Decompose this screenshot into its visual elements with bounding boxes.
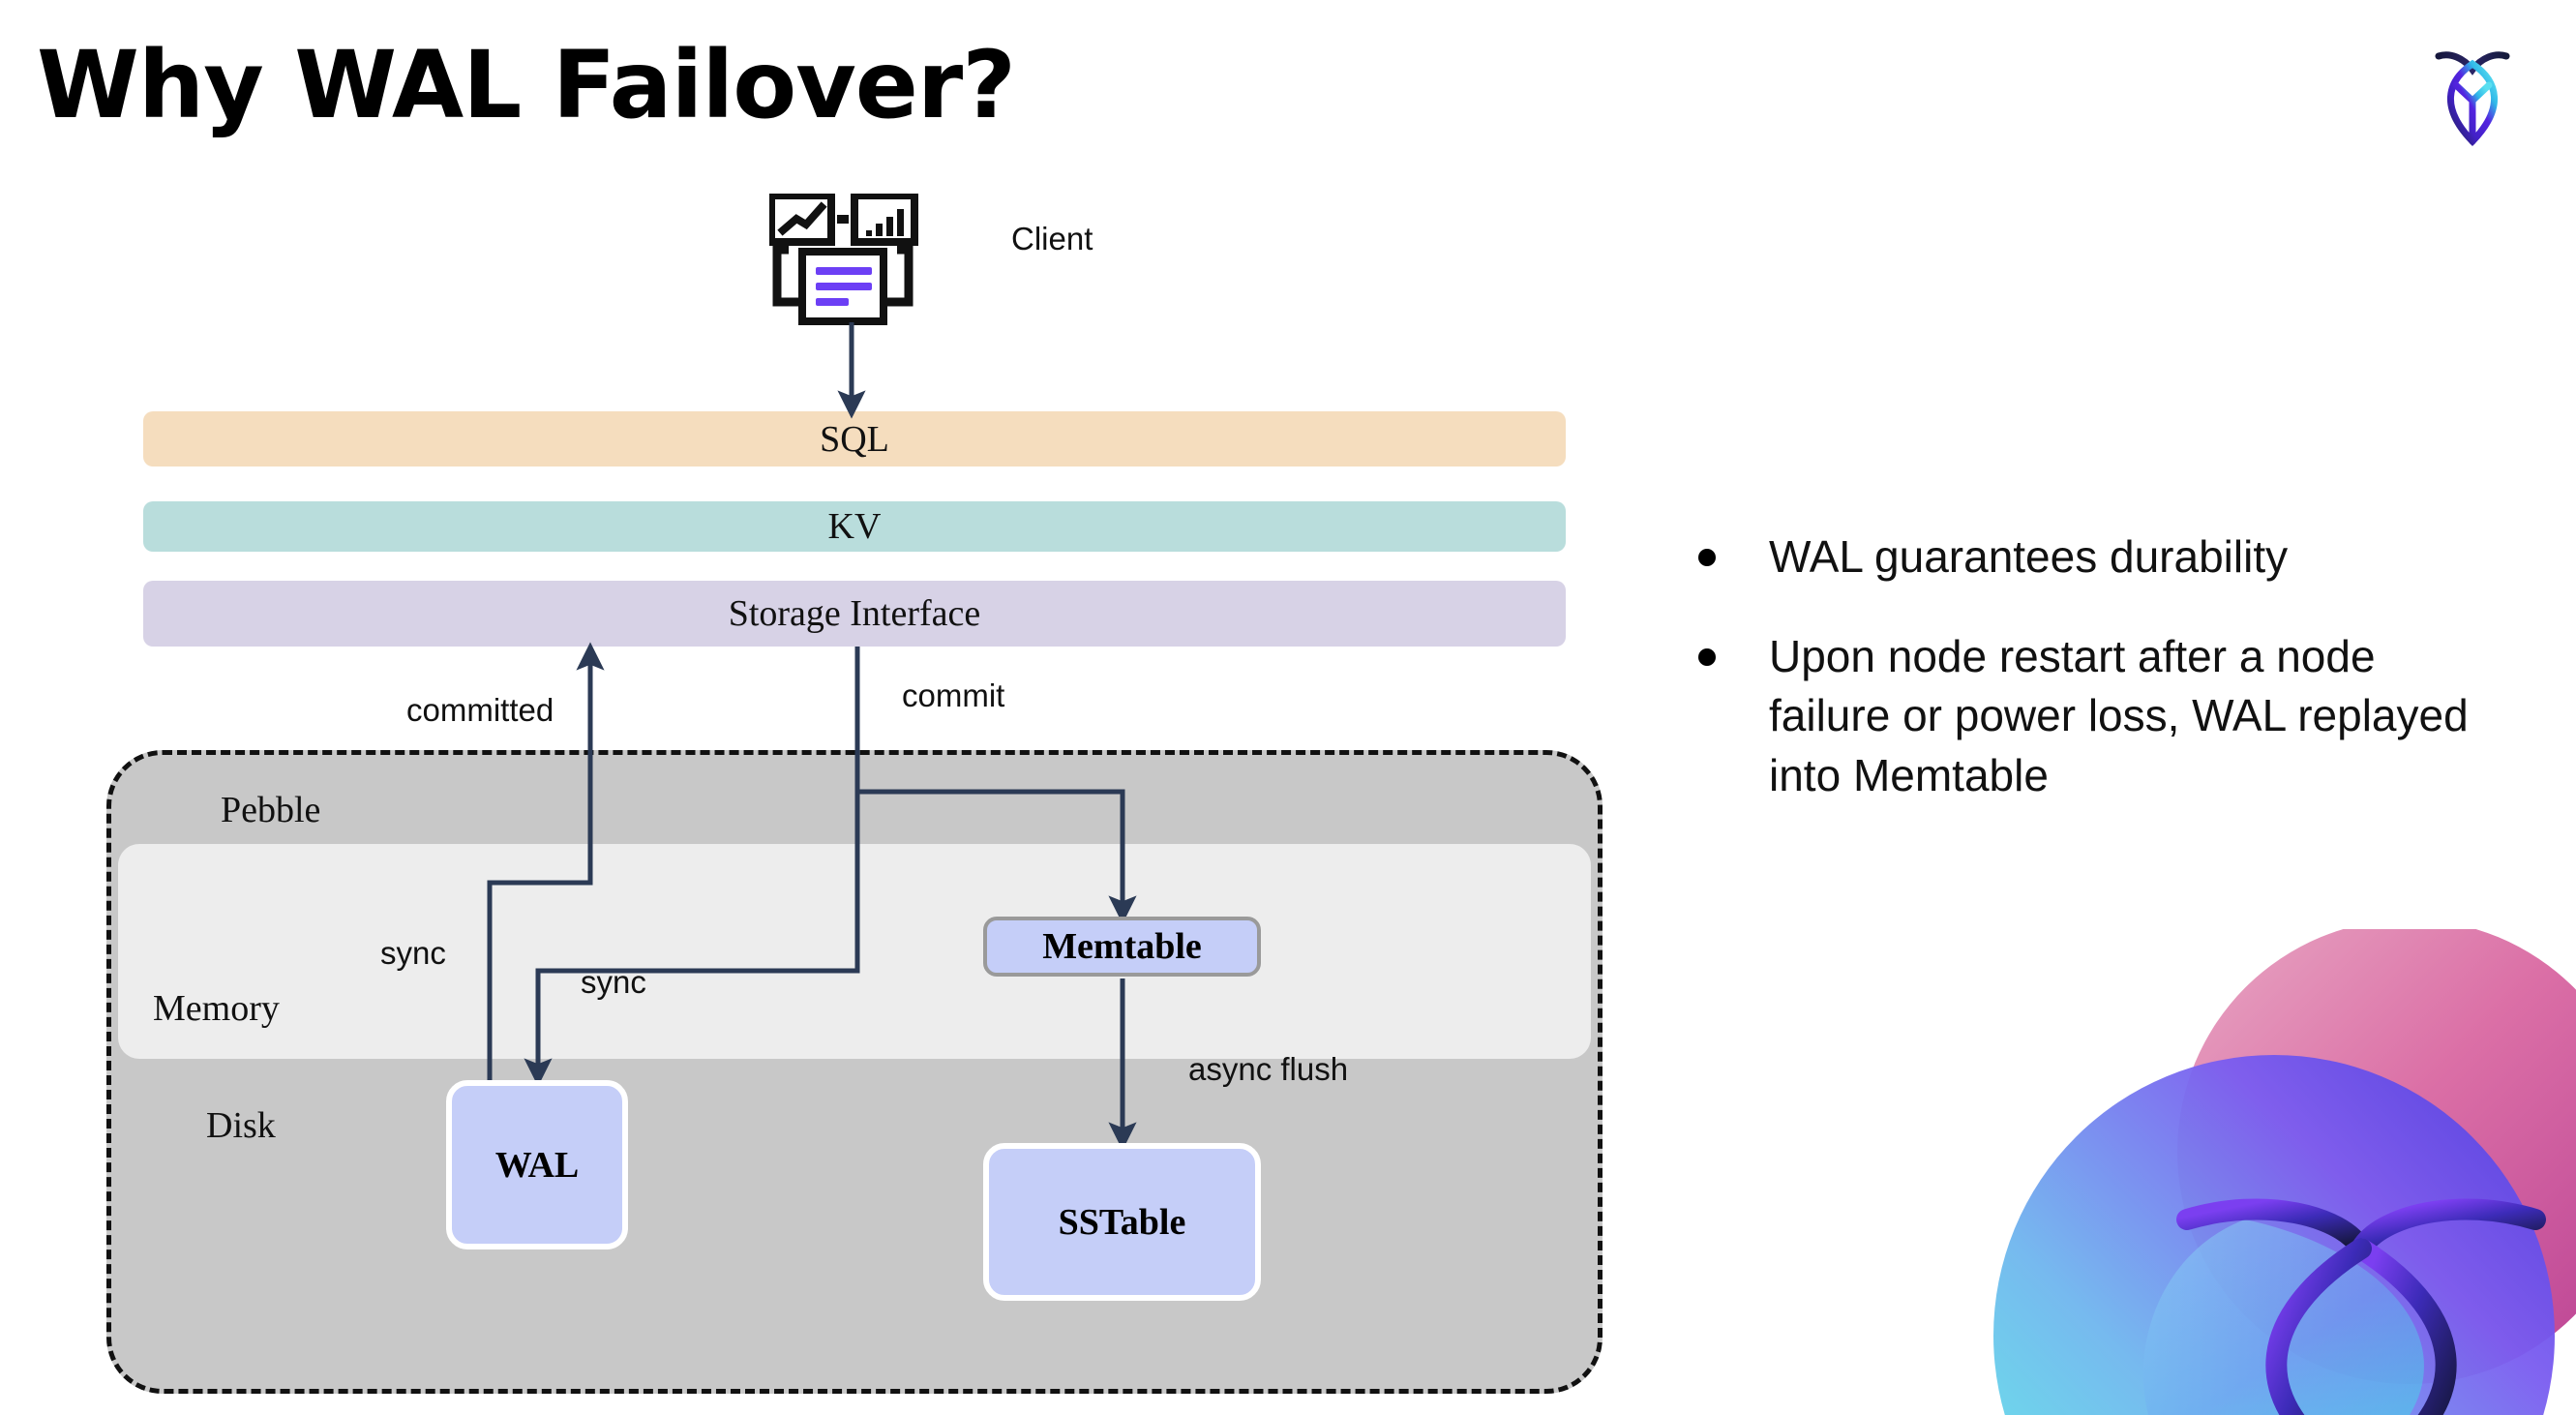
node-sstable: SSTable: [983, 1143, 1261, 1301]
layer-bar-sql: SQL: [143, 411, 1566, 467]
cockroachdb-logo: [2410, 29, 2535, 155]
layer-label-kv: KV: [827, 506, 882, 547]
bullet-text: Upon node restart after a node failure o…: [1769, 631, 2469, 800]
edge-label-async-flush: async flush: [1188, 1051, 1349, 1087]
layer-bar-kv: KV: [143, 501, 1566, 552]
client-dashboard-icon: [767, 192, 934, 353]
client-label: Client: [1011, 221, 1093, 256]
memory-region-label: Memory: [153, 988, 280, 1029]
edge-label-sync-1: sync: [380, 935, 446, 971]
node-memtable-label: Memtable: [1042, 926, 1202, 967]
page-title: Why WAL Failover?: [37, 31, 1016, 139]
disk-region-label: Disk: [206, 1105, 276, 1146]
layer-label-sql: SQL: [820, 418, 889, 460]
node-wal-label: WAL: [494, 1144, 580, 1186]
bullet-text: WAL guarantees durability: [1769, 531, 2289, 582]
list-item: Upon node restart after a node failure o…: [1698, 627, 2501, 805]
layer-bar-storage: Storage Interface: [143, 581, 1566, 647]
bullet-dot-icon: [1698, 549, 1716, 566]
bullet-list: WAL guarantees durability Upon node rest…: [1698, 527, 2501, 846]
layer-label-storage: Storage Interface: [728, 593, 981, 634]
edge-label-sync-2: sync: [581, 964, 646, 1000]
node-wal: WAL: [446, 1080, 628, 1249]
edge-label-committed: committed: [406, 692, 554, 728]
pebble-label: Pebble: [221, 790, 321, 830]
node-sstable-label: SSTable: [1058, 1201, 1186, 1243]
bullet-dot-icon: [1698, 648, 1716, 667]
node-memtable: Memtable: [983, 917, 1261, 977]
memory-region: [118, 844, 1591, 1059]
edge-label-commit: commit: [902, 677, 1005, 713]
list-item: WAL guarantees durability: [1698, 527, 2501, 587]
